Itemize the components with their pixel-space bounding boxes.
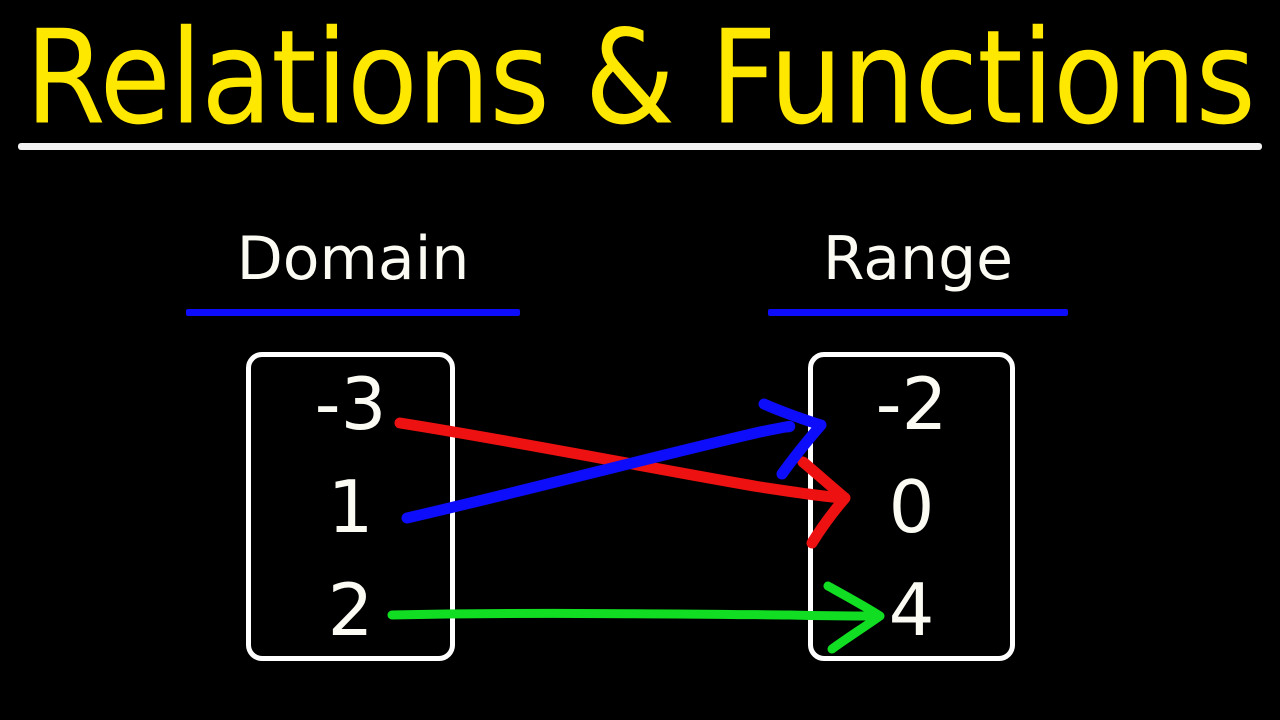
mapping-arrow-blue [401,398,827,524]
range-heading: Range [822,224,1014,294]
domain-set-box [246,352,455,661]
domain-heading: Domain [236,224,470,294]
range-set-box [808,352,1015,661]
mapping-arrow-green [387,581,885,654]
mapping-arrow-red [394,417,851,549]
range-heading-underline [768,309,1068,316]
mapping-line-green [387,608,883,621]
domain-heading-underline [186,309,520,316]
title-divider [18,143,1262,150]
mapping-line-blue [401,420,796,524]
mapping-line-red [394,417,849,504]
page-title: Relations & Functions [25,2,1256,154]
